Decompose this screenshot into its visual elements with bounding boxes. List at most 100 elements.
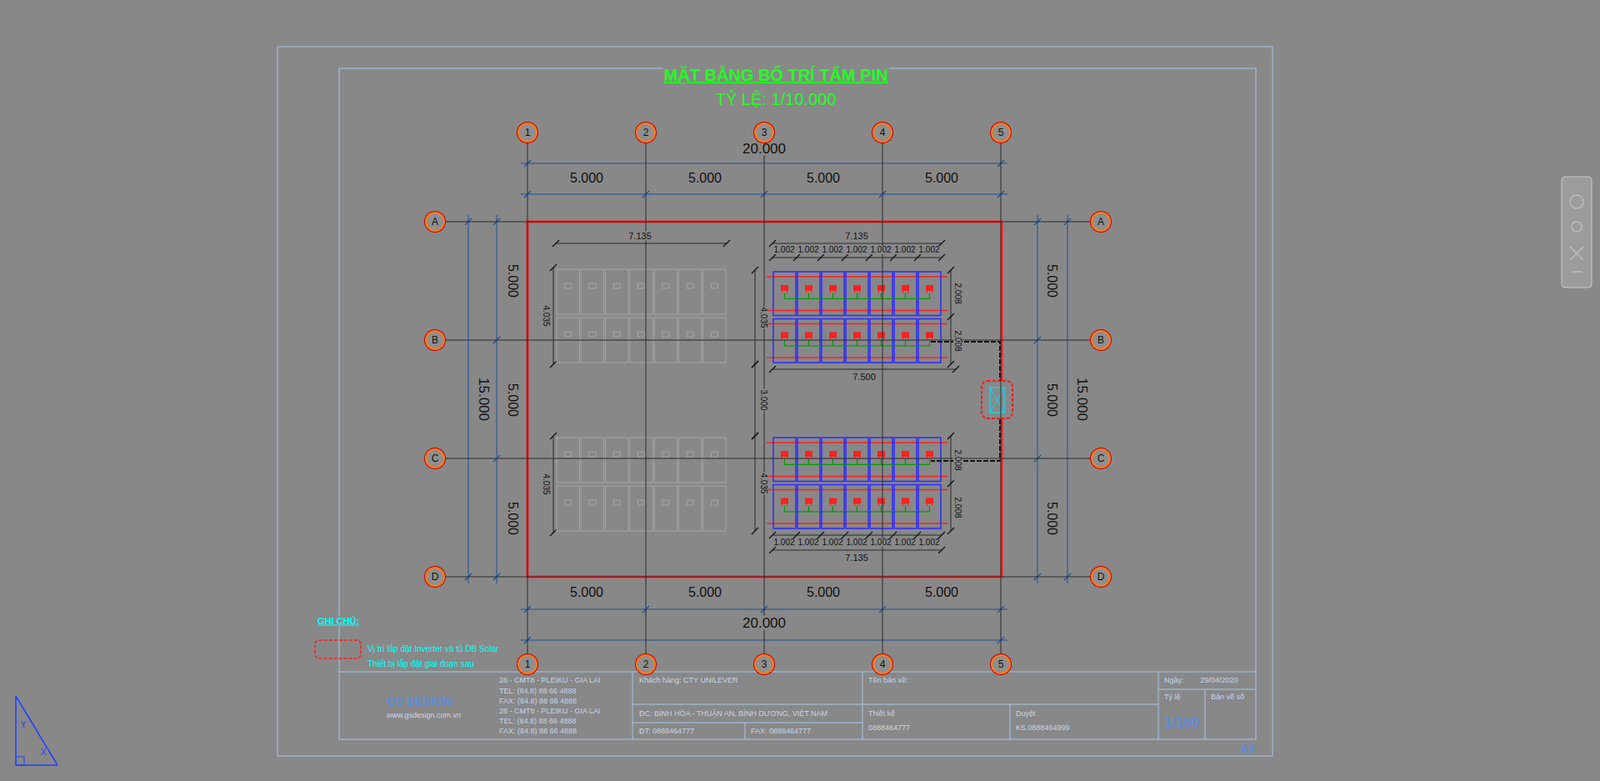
junction-lead (781, 290, 783, 293)
dimension-tick (769, 254, 776, 261)
string-wiring (905, 458, 930, 465)
inverter-symbol (990, 387, 1005, 413)
future-junction (710, 451, 718, 457)
future-junction (589, 451, 596, 457)
future-junction (565, 331, 572, 337)
dimension-tick (947, 527, 955, 535)
toolbar-icon (1570, 195, 1584, 209)
future-junction (638, 283, 645, 289)
drawing-label: 1/150 (1163, 715, 1201, 730)
grid-bubble: 2 (635, 654, 656, 675)
future-junction (589, 283, 596, 289)
dimension-tick (841, 531, 849, 539)
future-panel (679, 269, 702, 315)
drawing-label: KS.0888464999 (1015, 724, 1071, 732)
drawing-label: Khách hàng: CTY UNILEVER (638, 676, 739, 685)
future-junction (686, 331, 694, 337)
grid-label: B (1097, 335, 1105, 345)
drawing-label: 7.135 (844, 553, 870, 563)
title-block-line (632, 671, 634, 740)
drawing-label: 1.002 (772, 245, 795, 255)
drawing-label: 3.000 (759, 388, 768, 411)
toolbar-icon (1571, 221, 1582, 232)
drawing-label: Ngày: (1163, 676, 1185, 685)
dimension-tick (550, 529, 557, 536)
string-wiring (785, 340, 810, 346)
drawing-label: 5.000 (505, 382, 520, 418)
junction-lead (830, 290, 831, 293)
future-panel (679, 485, 702, 531)
drawing-label: X (40, 748, 48, 757)
junction-lead (859, 503, 860, 506)
toolbar-icon (1570, 246, 1584, 260)
drawing-label: 7.135 (844, 231, 870, 241)
grid-label: 5 (998, 659, 1005, 670)
future-junction (710, 500, 718, 505)
grid-label: 3 (761, 659, 768, 670)
drawing-label: 2.008 (953, 329, 962, 352)
junction-lead (805, 290, 807, 293)
drawing-label: 1.002 (893, 245, 916, 255)
string-wiring (833, 340, 858, 346)
drawing-label: 1.002 (845, 538, 868, 547)
junction-lead (878, 503, 880, 506)
drawing-label: ĐC: BÌNH HÒA - THUẬN AN, BÌNH DƯƠNG, VIỆ… (638, 710, 829, 718)
drawing-label: 1.002 (820, 538, 844, 547)
string-wiring (833, 505, 858, 512)
drawing-label: 2.008 (953, 281, 962, 305)
grid-bubble: 3 (754, 654, 775, 675)
legend-text: Thiết bị lắp đặt giai đoạn sau (366, 660, 475, 669)
mounting-rail (766, 475, 948, 478)
junction-box (830, 332, 837, 338)
junction-lead (931, 290, 933, 293)
junction-box (926, 332, 934, 338)
grid-label: C (431, 453, 440, 464)
future-junction (613, 283, 620, 289)
dimension-tick (938, 254, 945, 261)
grid-label: 2 (643, 659, 650, 670)
grid-bubble: 3 (754, 122, 775, 143)
drawing-label: ĐT: 0888464777 (638, 727, 695, 735)
drawing-label: Duyệt (1015, 710, 1037, 718)
junction-box (854, 332, 861, 338)
grid-label: 4 (880, 127, 886, 138)
junction-box (878, 498, 885, 504)
junction-lead (883, 290, 885, 293)
dimension-tick (947, 432, 955, 440)
dimension-tick (938, 531, 945, 539)
drawing-title: MẶT BẰNG BỐ TRÍ TẤM PIN (663, 66, 890, 84)
drawing-label: 15.000 (1075, 376, 1090, 422)
dimension-line (772, 369, 956, 370)
dimension-line (553, 435, 555, 533)
drawing-label: 1.002 (869, 538, 892, 547)
drawing-label: 5.000 (687, 585, 723, 600)
drawing-label: TEL: (84.8) 88 66 4888 (498, 687, 578, 695)
future-junction (686, 500, 694, 505)
string-wiring (881, 505, 906, 512)
string-wiring (809, 340, 834, 346)
title-block-line (632, 704, 1159, 705)
drawing-label: 1.002 (796, 538, 820, 547)
future-junction (686, 451, 694, 457)
future-panel (605, 437, 629, 483)
drawing-label: 5.000 (1045, 382, 1059, 418)
drawing-label: 4.035 (541, 304, 550, 327)
string-wiring (905, 340, 930, 346)
grid-label: 3 (761, 127, 768, 138)
drawing-label: 1.002 (820, 245, 844, 255)
drawing-label: 5.000 (505, 500, 520, 536)
dimension-tick (550, 360, 557, 368)
drawing-label: 2.008 (953, 495, 962, 519)
dimension-line (755, 435, 756, 531)
title-block-line (1010, 704, 1011, 740)
grid-bubble: 2 (635, 122, 656, 143)
dimension-line (1037, 215, 1039, 584)
dimension-tick (769, 546, 776, 554)
string-wiring (809, 292, 834, 299)
junction-lead (854, 503, 855, 506)
future-junction (565, 500, 572, 505)
title-block-line (339, 671, 1256, 673)
string-wiring (833, 292, 858, 299)
drawing-label: 29/04/2020 (1199, 676, 1239, 685)
future-junction (613, 500, 620, 505)
